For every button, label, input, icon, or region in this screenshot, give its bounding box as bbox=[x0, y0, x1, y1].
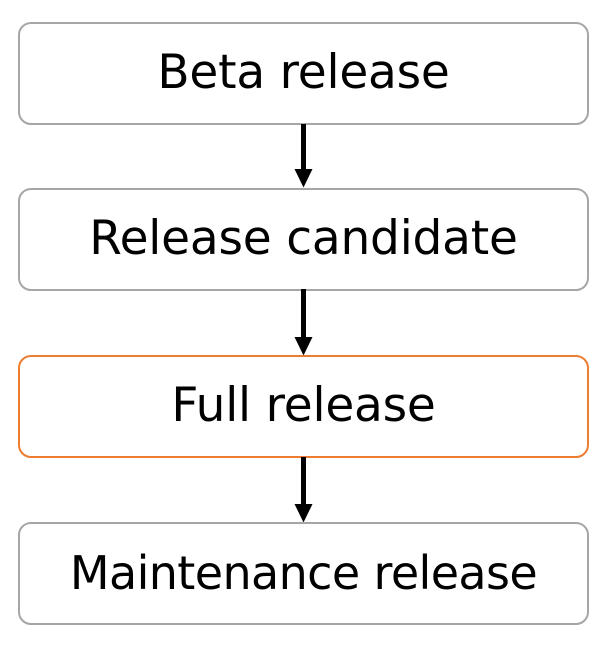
flowchart-node-label: Release candidate bbox=[89, 211, 518, 266]
flowchart-node-maintenance-release[interactable]: Maintenance release bbox=[18, 522, 589, 625]
flowchart-node-label: Full release bbox=[171, 378, 436, 433]
flowchart-arrow-beta-to-release-candidate bbox=[294, 124, 313, 188]
flowchart-node-label: Beta release bbox=[157, 45, 450, 100]
flowchart-node-full-release[interactable]: Full release bbox=[18, 355, 589, 458]
flowchart-node-label: Maintenance release bbox=[69, 545, 538, 600]
flowchart-node-release-candidate[interactable]: Release candidate bbox=[18, 188, 589, 291]
flowchart-node-beta-release[interactable]: Beta release bbox=[18, 22, 589, 125]
flowchart-arrow-release-candidate-to-full-release bbox=[294, 289, 313, 356]
flowchart-arrow-full-release-to-maintenance-release bbox=[294, 457, 313, 523]
